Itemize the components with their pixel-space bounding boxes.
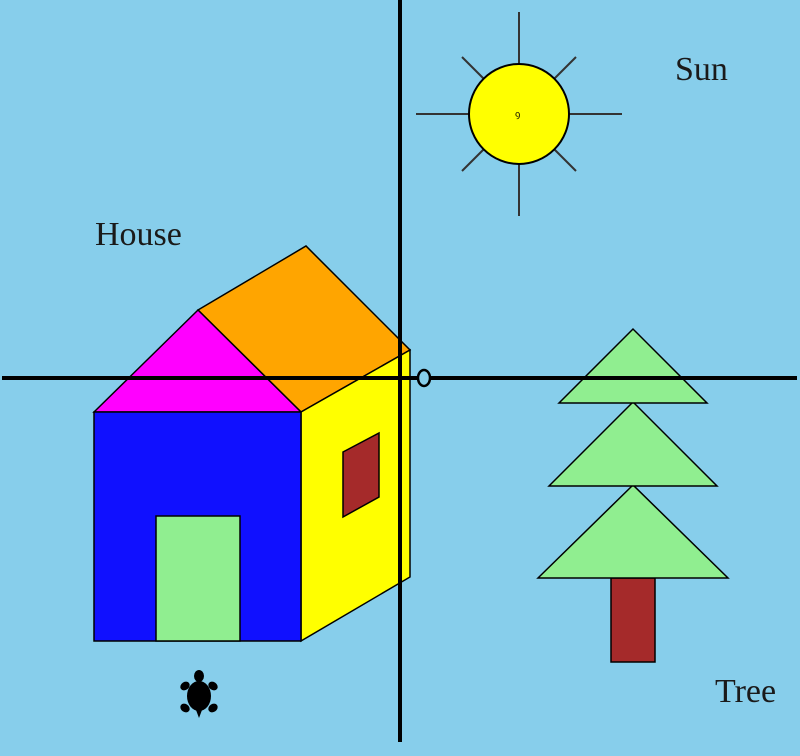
- sun-label: Sun: [675, 51, 728, 88]
- house-label: House: [95, 216, 182, 253]
- tree-label: Tree: [715, 673, 776, 710]
- tree-foliage-bottom: [536, 483, 730, 579]
- sun: ꝯ: [416, 12, 622, 216]
- house-window: [342, 431, 380, 519]
- house: [92, 245, 412, 643]
- tree-trunk: [610, 577, 656, 663]
- house-door: [155, 515, 241, 642]
- sun-center-mark: ꝯ: [515, 110, 520, 120]
- tree: [536, 327, 730, 663]
- sun-disc: [468, 63, 570, 165]
- tree-foliage-top: [557, 327, 709, 404]
- axes: [2, 0, 797, 742]
- tree-foliage-middle: [547, 400, 719, 487]
- turtle-icon: [180, 670, 218, 718]
- origin-marker-icon: [416, 368, 432, 388]
- sun-rays: [416, 12, 622, 216]
